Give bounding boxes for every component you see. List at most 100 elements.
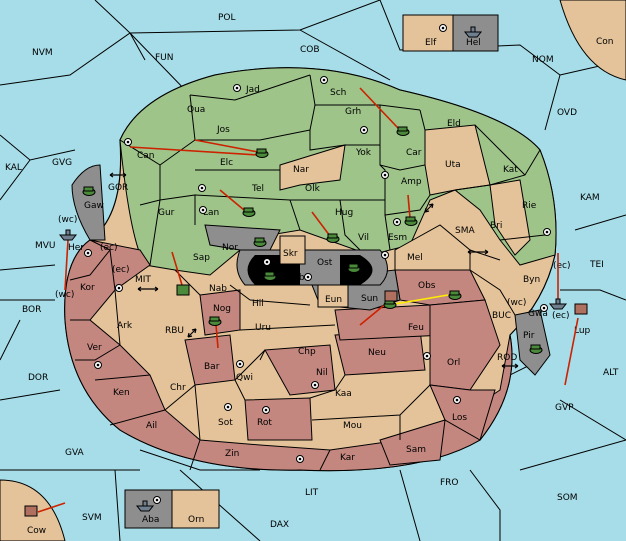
province-los[interactable] (429, 384, 496, 441)
province-orn[interactable] (171, 489, 220, 529)
province-elf[interactable] (402, 14, 454, 52)
label-nil: Nil (316, 368, 328, 378)
fleet-unit[interactable] (548, 298, 568, 310)
army-unit[interactable] (253, 237, 267, 247)
label-sun: Sun (361, 294, 378, 304)
coast-nab-ec: (ec) (112, 265, 130, 275)
supply-center (115, 284, 123, 292)
coast-byn-ec: (ec) (553, 261, 571, 271)
province-nor[interactable] (204, 224, 281, 251)
army-unit[interactable] (347, 263, 361, 273)
army-unit[interactable] (574, 303, 588, 315)
label-ver: Ver (87, 343, 102, 353)
label-tel: Tel (251, 184, 264, 194)
army-unit[interactable] (208, 316, 222, 326)
province-bri[interactable] (489, 179, 531, 256)
army-unit[interactable] (82, 186, 96, 196)
supply-center (311, 381, 319, 389)
army-unit[interactable] (529, 344, 543, 354)
label-kaa: Kaa (335, 389, 352, 399)
supply-center (199, 206, 207, 214)
fleet-unit[interactable] (135, 500, 155, 512)
label-skr: Skr (283, 249, 298, 259)
army-unit[interactable] (263, 271, 277, 281)
label-rot: Rot (257, 418, 272, 428)
province-orl[interactable] (429, 299, 501, 391)
province-pir[interactable] (514, 309, 551, 376)
province-feu[interactable] (334, 304, 446, 341)
label-kor: Kor (80, 283, 95, 293)
coast-gwa-wc: (wc) (507, 298, 526, 308)
sea-mvu: MVU (35, 241, 56, 251)
supply-center (84, 249, 92, 257)
army-unit[interactable] (242, 207, 256, 217)
supply-center (381, 251, 389, 259)
sea-rod: ROD (497, 353, 517, 363)
label-gaw: Gaw (84, 201, 104, 211)
label-ark: Ark (117, 321, 133, 331)
label-jad: Jad (245, 85, 260, 95)
sea-tei: TEI (589, 260, 604, 270)
army-unit[interactable] (404, 216, 418, 226)
label-cow: Cow (27, 526, 46, 536)
label-mel: Mel (407, 253, 423, 263)
sea-gvp: GVP (555, 403, 574, 413)
sea-nom: NOM (532, 55, 554, 65)
label-rie: Rie (522, 201, 537, 211)
army-unit[interactable] (176, 284, 190, 296)
order-arrow (219, 189, 245, 211)
label-gwa: Gwa (528, 309, 548, 319)
order-arrow (194, 139, 259, 153)
province-obs[interactable] (394, 269, 486, 306)
units (24, 26, 588, 517)
label-elf: Elf (425, 38, 437, 48)
sea-gva: GVA (65, 448, 85, 458)
order-arrow (171, 251, 183, 286)
label-lup: Lup (574, 326, 591, 336)
army-unit[interactable] (384, 290, 398, 302)
army-unit[interactable] (255, 148, 269, 158)
label-nor: Nor (222, 243, 238, 253)
label-kat: Kat (503, 165, 518, 175)
province-hel[interactable] (452, 14, 499, 52)
supply-center (233, 84, 241, 92)
province-eun[interactable] (317, 284, 349, 308)
label-chr: Chr (170, 383, 186, 393)
label-eld: Eld (447, 119, 461, 129)
province-mel[interactable] (394, 224, 471, 271)
order-arrow (407, 194, 411, 219)
supply-center (263, 258, 271, 266)
label-jos: Jos (216, 125, 230, 135)
sea-lit: LIT (305, 488, 319, 498)
province-gaw[interactable] (71, 164, 106, 241)
sea-bor: BOR (22, 305, 41, 315)
label-sch: Sch (330, 88, 346, 98)
province-sam[interactable] (379, 419, 446, 466)
label-hel: Hel (466, 38, 481, 48)
fleet-unit[interactable] (58, 229, 78, 241)
supply-center (320, 76, 328, 84)
army-unit[interactable] (448, 290, 462, 300)
label-feu: Feu (408, 323, 424, 333)
label-nog: Nog (213, 304, 231, 314)
label-car: Car (406, 148, 422, 158)
passage-markers (109, 172, 519, 369)
province-rot[interactable] (244, 397, 313, 441)
sea-fro: FRO (440, 478, 459, 488)
label-lan: Lan (203, 208, 219, 218)
fleet-unit[interactable] (463, 26, 483, 38)
army-unit[interactable] (24, 505, 38, 517)
label-sap: Sap (193, 253, 210, 263)
sea-gor: GOR (108, 183, 128, 193)
army-unit[interactable] (326, 233, 340, 243)
army-unit[interactable] (396, 126, 410, 136)
supply-center (94, 361, 102, 369)
label-pir: Pir (523, 331, 535, 341)
label-hil: Hil (252, 299, 264, 309)
label-hug: Hug (335, 208, 353, 218)
label-aba: Aba (142, 515, 159, 525)
label-her: Her (68, 243, 84, 253)
supply-center (236, 360, 244, 368)
province-skr[interactable] (279, 235, 306, 265)
region-west-rose (64, 239, 513, 472)
